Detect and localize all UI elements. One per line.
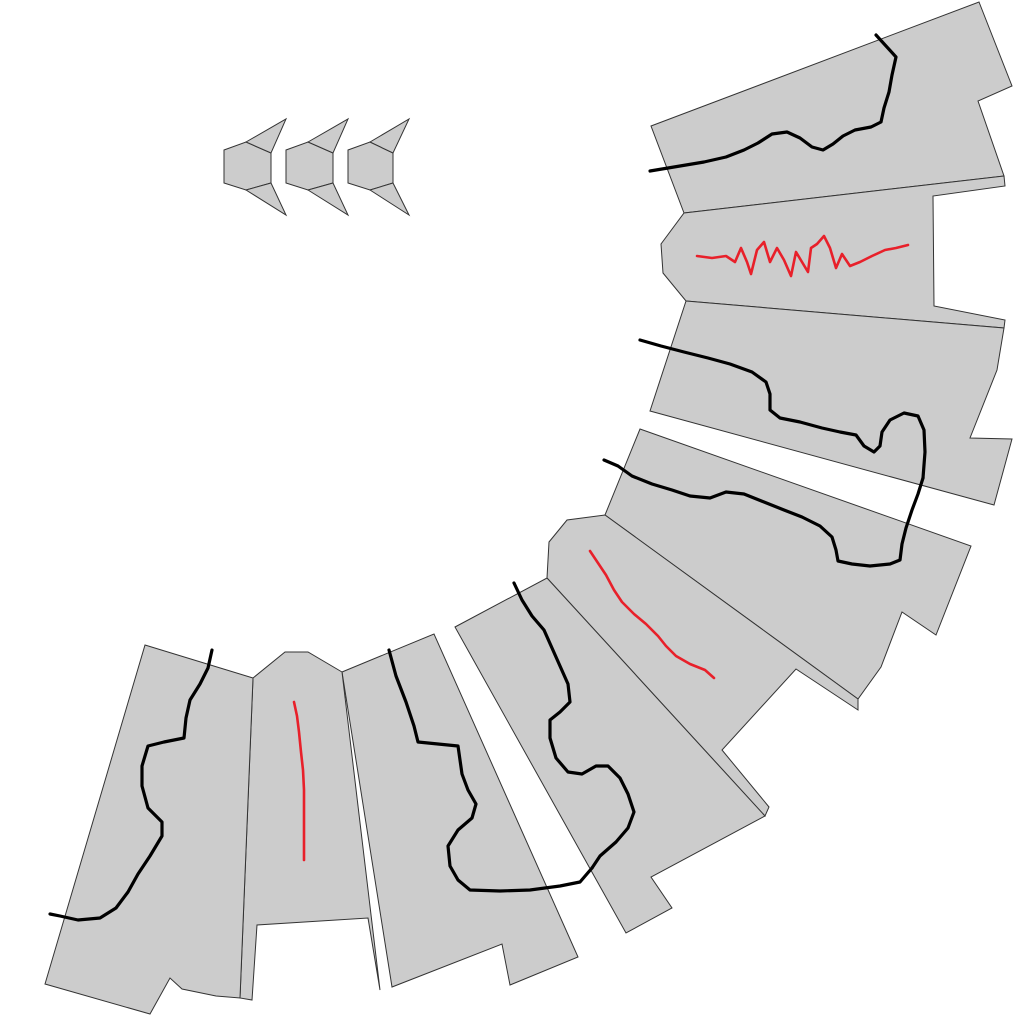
segment-bottom-left[interactable] (44, 644, 254, 1015)
chevron-left-icon[interactable] (347, 117, 411, 217)
nav-arrows[interactable] (223, 117, 411, 217)
segment-bottom-right[interactable] (341, 633, 594, 988)
segment-bottom-red[interactable] (239, 651, 381, 1001)
segment-lower-middle[interactable] (454, 577, 766, 934)
segment-upper-middle[interactable] (638, 300, 1013, 506)
segment-upper-red[interactable] (660, 175, 1006, 329)
chevron-left-icon[interactable] (285, 117, 350, 217)
segment-middle-red[interactable] (546, 514, 859, 817)
chevron-left-icon[interactable] (223, 117, 288, 217)
